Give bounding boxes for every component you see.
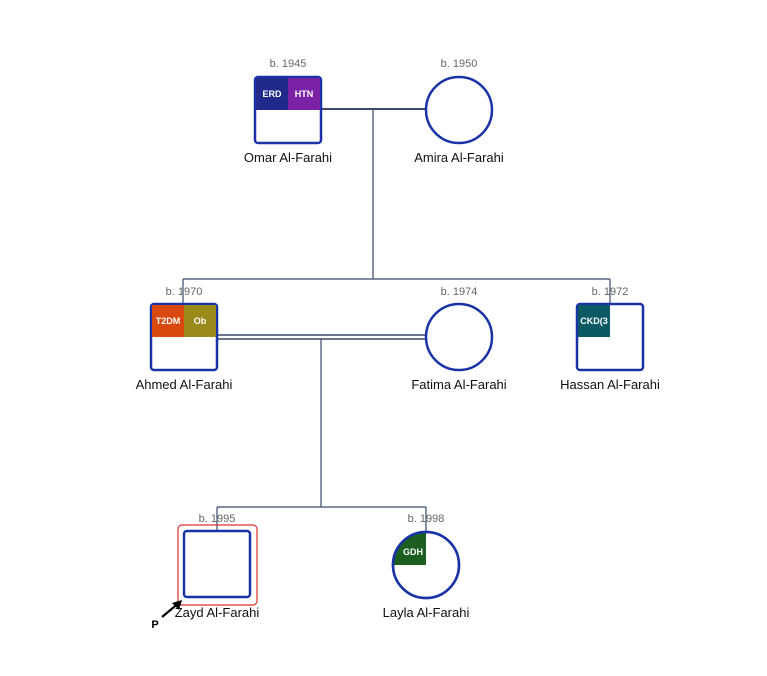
person-zayd[interactable]: b. 1995 Zayd Al-Farahi P: [151, 513, 259, 631]
condition-label-erd: ERD: [262, 89, 282, 99]
pedigree-lines: [182, 108, 611, 531]
condition-wedge-gdh: [393, 532, 426, 565]
person-name: Amira Al-Farahi: [414, 150, 504, 165]
birth-year: b. 1995: [199, 513, 236, 525]
person-hassan[interactable]: b. 1972 CKD(3 Hassan Al-Farahi: [560, 286, 660, 392]
person-name: Omar Al-Farahi: [244, 150, 332, 165]
condition-block-htn: [288, 78, 320, 110]
birth-year: b. 1998: [408, 513, 445, 525]
female-circle[interactable]: [424, 75, 494, 145]
birth-year: b. 1950: [441, 58, 478, 70]
female-circle-outline: [391, 530, 461, 600]
condition-block-ckd3: [578, 305, 610, 337]
person-fatima[interactable]: b. 1974 Fatima Al-Farahi: [411, 286, 506, 392]
condition-label-gdh: GDH: [403, 547, 423, 557]
person-omar[interactable]: b. 1945 ERD HTN Omar Al-Farahi: [244, 58, 332, 165]
condition-label-ob: Ob: [194, 316, 207, 326]
person-name: Zayd Al-Farahi: [175, 605, 260, 620]
condition-label-htn: HTN: [295, 89, 314, 99]
proband-marker: P: [151, 619, 158, 631]
person-name: Fatima Al-Farahi: [411, 377, 506, 392]
person-amira[interactable]: b. 1950 Amira Al-Farahi: [414, 58, 504, 165]
person-layla[interactable]: b. 1998 GDH Layla Al-Farahi: [383, 513, 470, 620]
person-name: Layla Al-Farahi: [383, 605, 470, 620]
condition-block-erd: [256, 78, 288, 110]
birth-year: b. 1970: [166, 286, 203, 298]
condition-block-t2dm: [152, 305, 184, 337]
proband-highlight-box: [177, 524, 258, 606]
condition-label-t2dm: T2DM: [156, 316, 181, 326]
condition-label-ckd3: CKD(3: [580, 316, 608, 326]
female-circle[interactable]: [424, 302, 494, 372]
male-square[interactable]: [182, 529, 252, 599]
proband-arrow-icon: [161, 600, 182, 618]
birth-year: b. 1972: [592, 286, 629, 298]
person-name: Hassan Al-Farahi: [560, 377, 660, 392]
person-name: Ahmed Al-Farahi: [136, 377, 233, 392]
person-ahmed[interactable]: b. 1970 T2DM Ob Ahmed Al-Farahi: [136, 286, 233, 392]
birth-year: b. 1945: [270, 58, 307, 70]
birth-year: b. 1974: [441, 286, 478, 298]
condition-block-ob: [184, 305, 216, 337]
